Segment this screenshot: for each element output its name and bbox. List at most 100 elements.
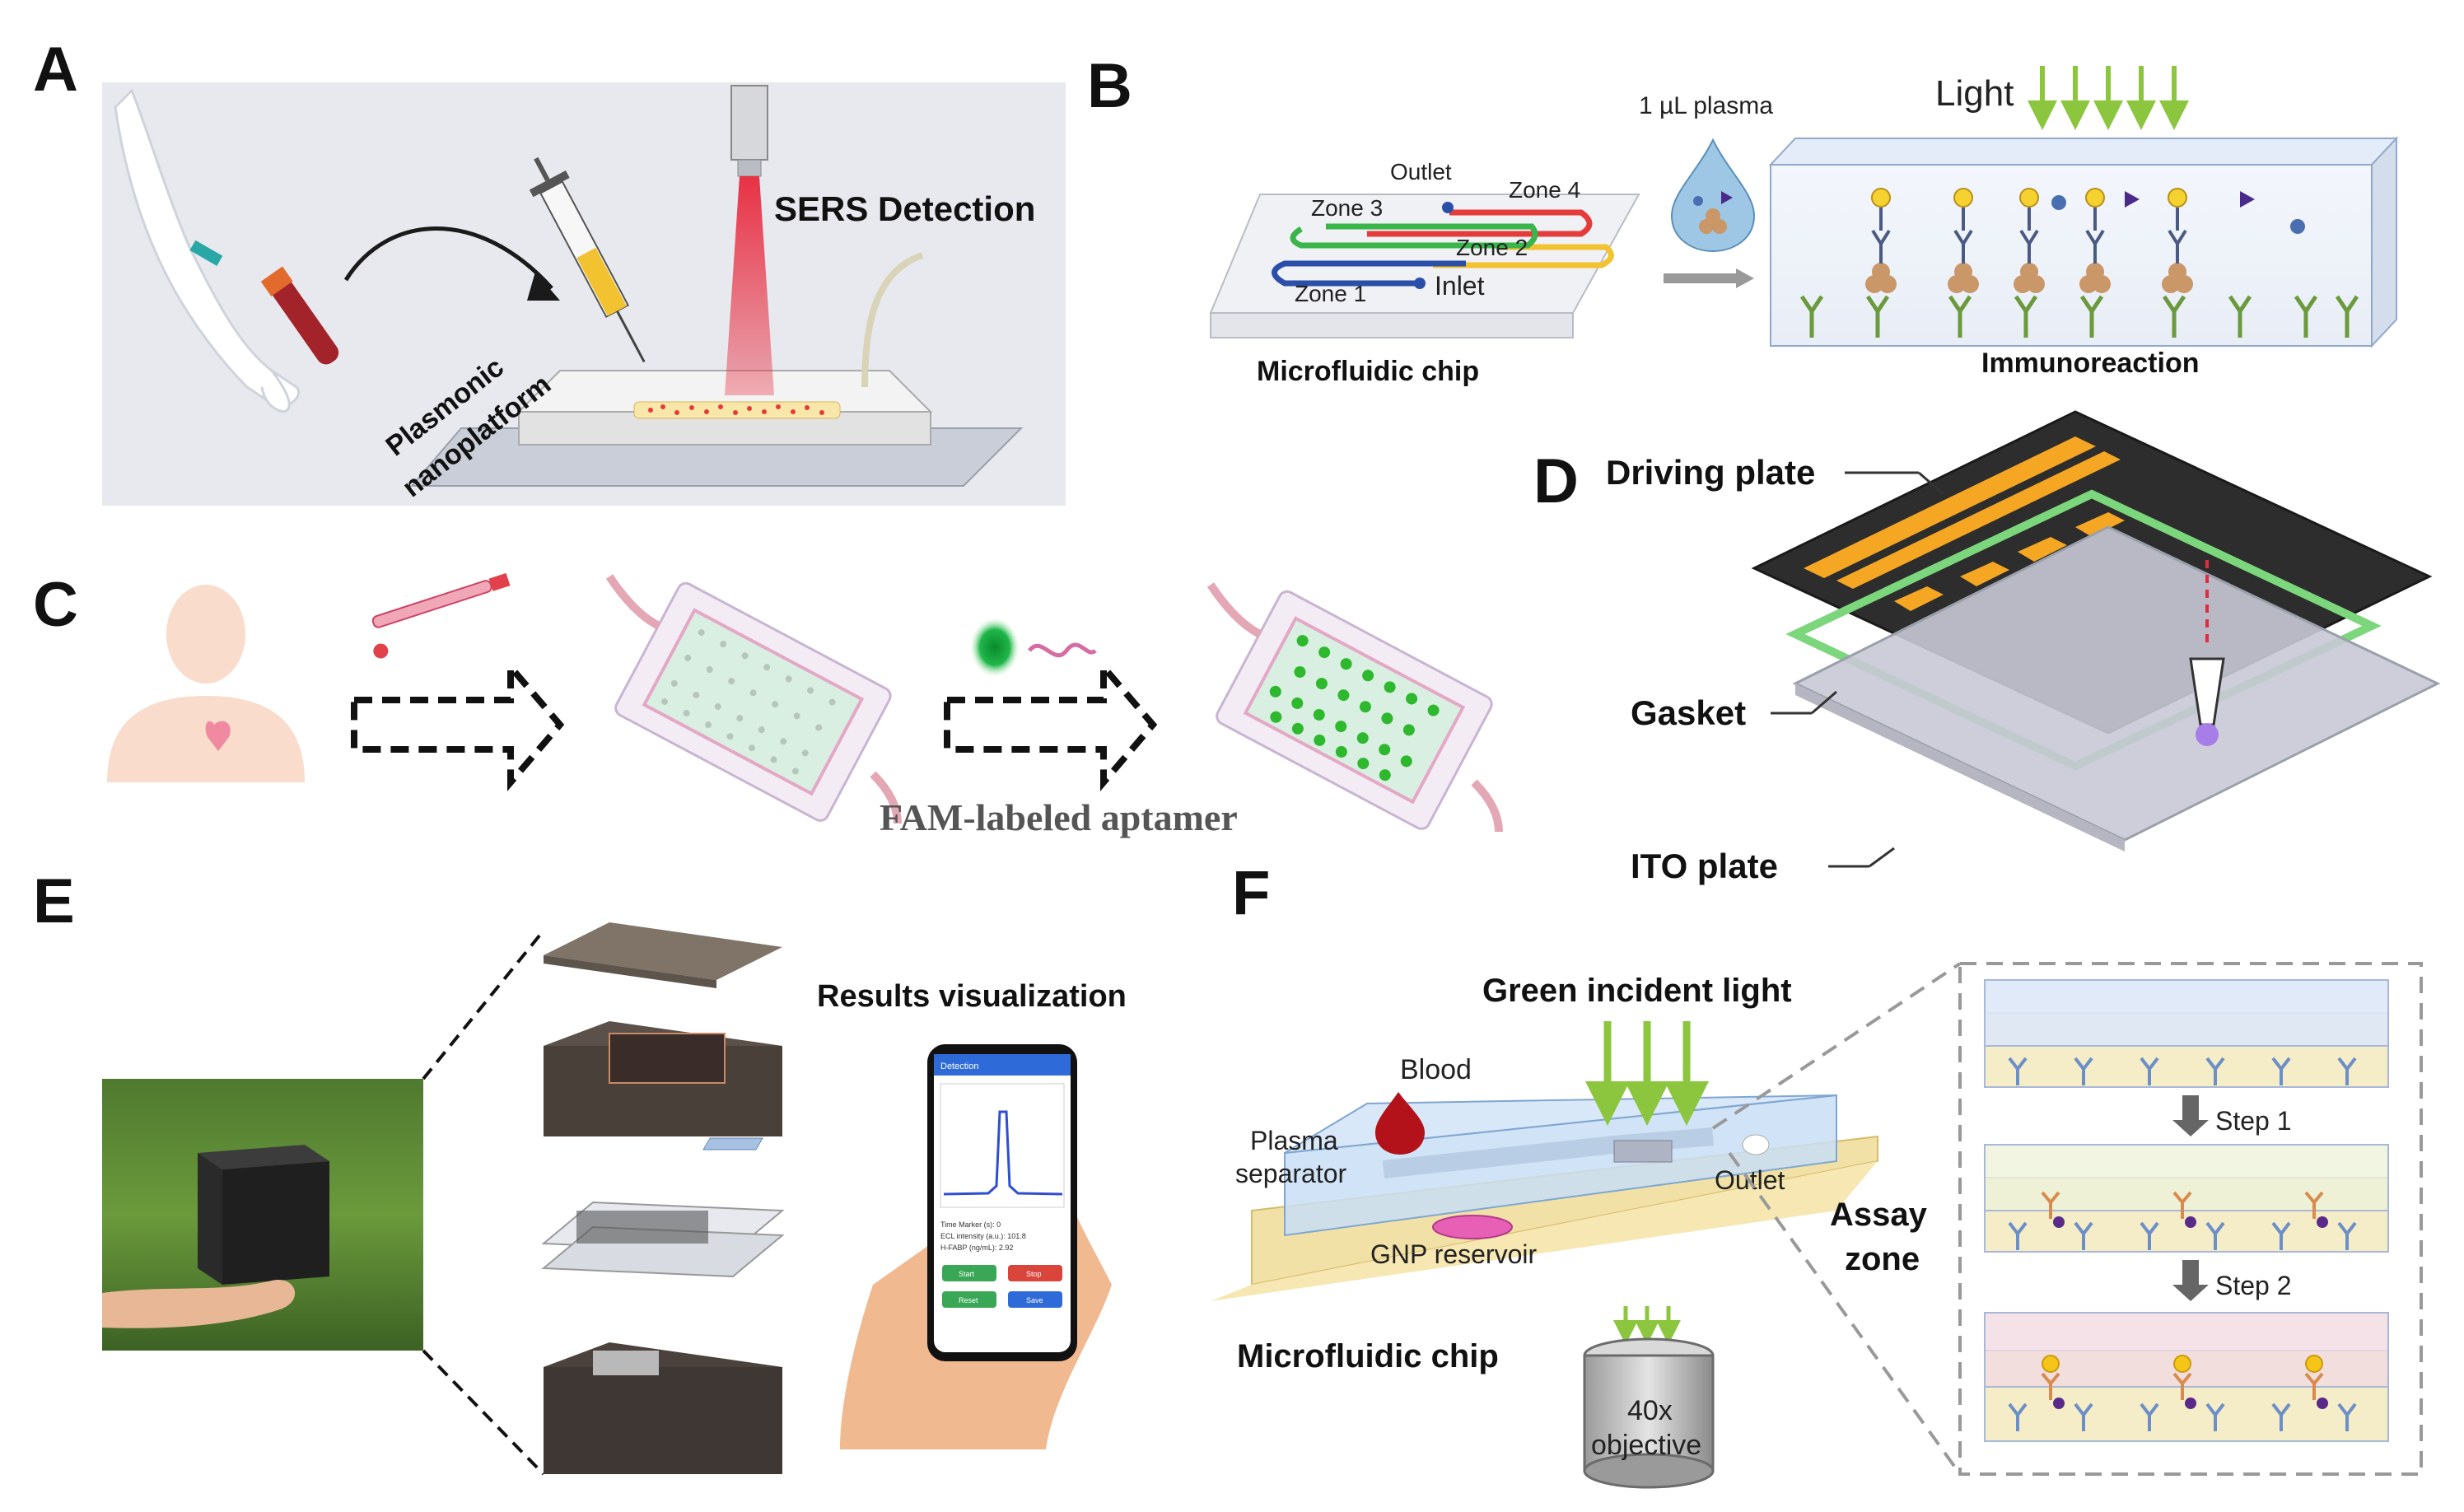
nanoparticles <box>648 404 824 415</box>
microfluidic-chip-b-label: Microfluidic chip <box>1257 356 1479 387</box>
panel-letter-a: A <box>33 35 78 105</box>
zone1-label: Zone 1 <box>1295 281 1366 306</box>
light-label-b: Light <box>1935 73 2014 114</box>
panel-letter-e: E <box>33 866 75 936</box>
step1-arrow <box>2172 1095 2209 1136</box>
blood-drop-icon <box>1375 1092 1425 1155</box>
microfluidic-chip-f-label: Microfluidic chip <box>1237 1338 1499 1374</box>
fam-glow-icon <box>970 618 1020 677</box>
phone-stop-button[interactable] <box>1008 1265 1062 1281</box>
aptamer-wave-icon <box>1028 642 1097 658</box>
green-light-label: Green incident light <box>1482 973 1792 1009</box>
phone-start-button[interactable] <box>942 1265 996 1281</box>
step2-label: Step 2 <box>2215 1271 2292 1300</box>
panel-letter-b: B <box>1087 51 1132 121</box>
zoom-line-bottom <box>422 1349 545 1476</box>
assay-step-1 <box>1984 1144 2389 1253</box>
ito-plate-label: ITO plate <box>1631 847 1778 885</box>
zoom-line-f-bottom <box>1728 1151 1962 1476</box>
driving-plate-label: Driving plate <box>1606 453 1815 492</box>
green-light-arrows <box>1585 1021 1709 1126</box>
zone2-label: Zone 2 <box>1456 235 1528 260</box>
microfluidic-chip-b <box>1209 194 1640 338</box>
assay-step-0 <box>1984 979 2389 1088</box>
curved-arrow <box>343 226 553 290</box>
antibodies <box>1799 295 2359 338</box>
panel-d: Driving plate Gasket ITO plate <box>1606 410 2441 885</box>
phone-start-label: Start <box>959 1270 975 1278</box>
chip1-tube-out <box>870 771 902 824</box>
panel-e: Results visualization Detection Time Mar… <box>102 922 1127 1476</box>
blood-label: Blood <box>1400 1054 1472 1085</box>
objective-lens <box>1583 1337 1715 1489</box>
laser-beam <box>725 176 774 395</box>
phone-peak-line <box>943 1110 1063 1196</box>
patient-illustration <box>107 585 305 782</box>
phone-reset-label: Reset <box>959 1296 978 1304</box>
light-arrows-b <box>2028 66 2189 130</box>
curved-arrowhead <box>527 272 560 301</box>
outlet-label-b: Outlet <box>1390 159 1452 184</box>
droplet-icon-d <box>2189 560 2225 746</box>
panel-f: 40x objective Green incident light Blood… <box>702 962 2423 1489</box>
chip1-tube-in <box>605 574 661 630</box>
chip2-tube-out <box>1471 779 1503 833</box>
syringe-icon <box>529 156 646 363</box>
phone-save-button[interactable] <box>1008 1291 1062 1308</box>
outlet-tube <box>861 252 924 388</box>
gasket-label: Gasket <box>1631 693 1746 732</box>
dropper-icon <box>371 572 511 659</box>
phone-stop-label: Stop <box>1026 1270 1042 1278</box>
fam-aptamer-label: FAM-labeled aptamer <box>880 796 1238 838</box>
gnp-reservoir-icon <box>1432 1215 1513 1239</box>
arm-illustration <box>114 88 301 413</box>
laser-source <box>725 85 774 395</box>
zoom-line-f-top <box>1711 962 1962 1130</box>
chip2-tube-in <box>1206 582 1262 638</box>
zone4-label: Zone 4 <box>1509 177 1580 203</box>
zone2-channel <box>1433 244 1614 268</box>
zone3-channel <box>1290 223 1538 249</box>
sers-detection-label: SERS Detection <box>774 189 1035 228</box>
zone4-channel <box>1367 209 1593 237</box>
hand-photo <box>102 1280 296 1328</box>
zone-label: zone <box>1845 1241 1920 1277</box>
aptamer-chip-labeled <box>1216 590 1493 830</box>
objective-label: objective <box>1591 1430 1701 1461</box>
dashed-arrow-2 <box>944 658 1158 791</box>
separator-label: separator <box>1235 1159 1347 1188</box>
zone1-channel <box>1272 260 1466 287</box>
step1-label: Step 1 <box>2215 1106 2292 1136</box>
immunoreaction-chamber <box>1768 136 2399 348</box>
electrode-pads <box>1804 436 2125 611</box>
zone3-label: Zone 3 <box>1311 195 1383 221</box>
smartphone: Detection Time Marker (s): 0 ECL intensi… <box>840 1044 1112 1449</box>
phone-reset-button[interactable] <box>942 1291 996 1308</box>
exploded-layers <box>541 922 785 1474</box>
dashed-arrow-1 <box>351 658 565 791</box>
plasma-volume-label: 1 µL plasma <box>1639 92 1773 119</box>
panel-b: Outlet Zone 3 Zone 4 Zone 2 Zone 1 Inlet… <box>1209 66 2399 387</box>
small-green-arrows <box>1613 1306 1681 1345</box>
phone-line2: ECL intensity (a.u.): 101.8 <box>940 1232 1026 1240</box>
plasmonic-chip <box>409 370 1024 487</box>
panel-c: FAM-labeled aptamer <box>107 572 1503 838</box>
phone-line3: H-FABP (ng/mL): 2.92 <box>940 1244 1013 1252</box>
results-visualization-label: Results visualization <box>817 979 1127 1014</box>
plasma-droplet-icon <box>1670 138 1756 253</box>
assay-step-2 <box>1984 1312 2389 1442</box>
gnp-reservoir-label: GNP reservoir <box>1370 1239 1537 1269</box>
blood-tube-icon <box>260 266 339 365</box>
phone-line1: Time Marker (s): 0 <box>940 1220 1001 1229</box>
aptamer-chip-unlabeled <box>614 581 892 822</box>
antigen-clusters <box>1865 263 2193 293</box>
zoom-line-top <box>422 929 545 1080</box>
phone-save-label: Save <box>1026 1296 1043 1304</box>
assay-label: Assay <box>1830 1197 1928 1233</box>
objective-magnification: 40x <box>1627 1395 1673 1426</box>
panel-letter-f: F <box>1232 858 1270 928</box>
detection-labels <box>1871 188 2187 208</box>
panel-letter-c: C <box>33 570 78 640</box>
step2-arrow <box>2172 1260 2209 1301</box>
